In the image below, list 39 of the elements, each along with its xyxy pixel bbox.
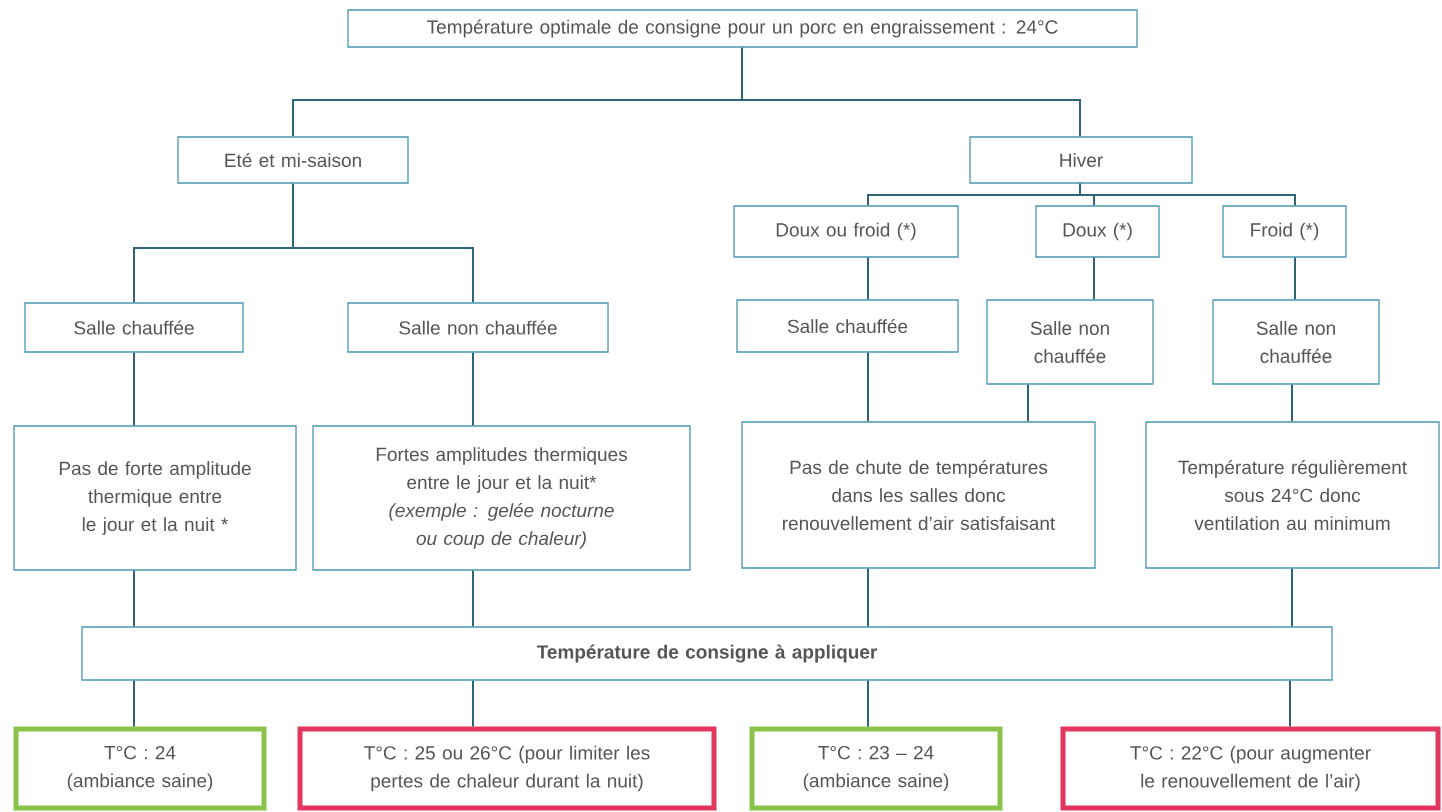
connector-line (1093, 256, 1095, 301)
category-box: Salle chauffée (24, 302, 244, 353)
result-box: T°C : 24 (ambiance saine) (13, 726, 267, 811)
heading-box: Température de consigne à appliquer (81, 626, 1333, 681)
connector-line (1289, 679, 1291, 728)
connector-line (1294, 256, 1296, 301)
category-box: Doux ou froid (*) (733, 205, 959, 258)
result-box: T°C : 22°C (pour augmenter le renouvellement de l’air) (1060, 726, 1441, 811)
connector-line (1079, 182, 1296, 207)
connector-line (867, 567, 869, 628)
category-box: Froid (*) (1222, 205, 1347, 258)
connector-line (133, 569, 135, 628)
category-box: Température régulièrement sous 24°C donc ventilation au minimum (1145, 421, 1440, 569)
category-box: Doux (*) (1035, 205, 1160, 258)
category-box: Salle non chauffée (1212, 299, 1380, 385)
connector-line (1027, 383, 1029, 423)
connector-line (472, 569, 474, 628)
connector-line (867, 679, 869, 728)
category-box: Eté et mi-saison (177, 136, 409, 184)
category-box: Fortes amplitudes thermiques entre le jour et la nuit* (exemple : gelée nocturne ou coup de chaleur) (312, 425, 691, 571)
connector-line (292, 182, 474, 304)
category-box: Pas de forte amplitude thermique entre le jour et la nuit * (13, 425, 297, 571)
category-box: Hiver (969, 136, 1193, 184)
connector-line (1291, 383, 1293, 423)
connector-line (472, 679, 474, 728)
connector-line (1291, 567, 1293, 628)
category-box: Pas de chute de températures dans les salles donc renouvellement d’air satisfaisant (741, 421, 1096, 569)
result-box: T°C : 23 – 24 (ambiance saine) (749, 726, 1003, 811)
result-box: T°C : 25 ou 26°C (pour limiter les pertes de chaleur durant la nuit) (297, 726, 717, 811)
category-box: Salle non chauffée (986, 299, 1154, 385)
connector-line (472, 351, 474, 427)
category-box: Température optimale de consigne pour un porc en engraissement : 24°C (347, 9, 1138, 48)
connector-line (741, 46, 1081, 138)
connector-line (133, 679, 135, 728)
connector-line (133, 351, 135, 427)
connector-line (867, 351, 869, 423)
category-box: Salle chauffée (736, 299, 959, 353)
category-box: Salle non chauffée (347, 302, 609, 353)
connector-line (867, 256, 869, 301)
